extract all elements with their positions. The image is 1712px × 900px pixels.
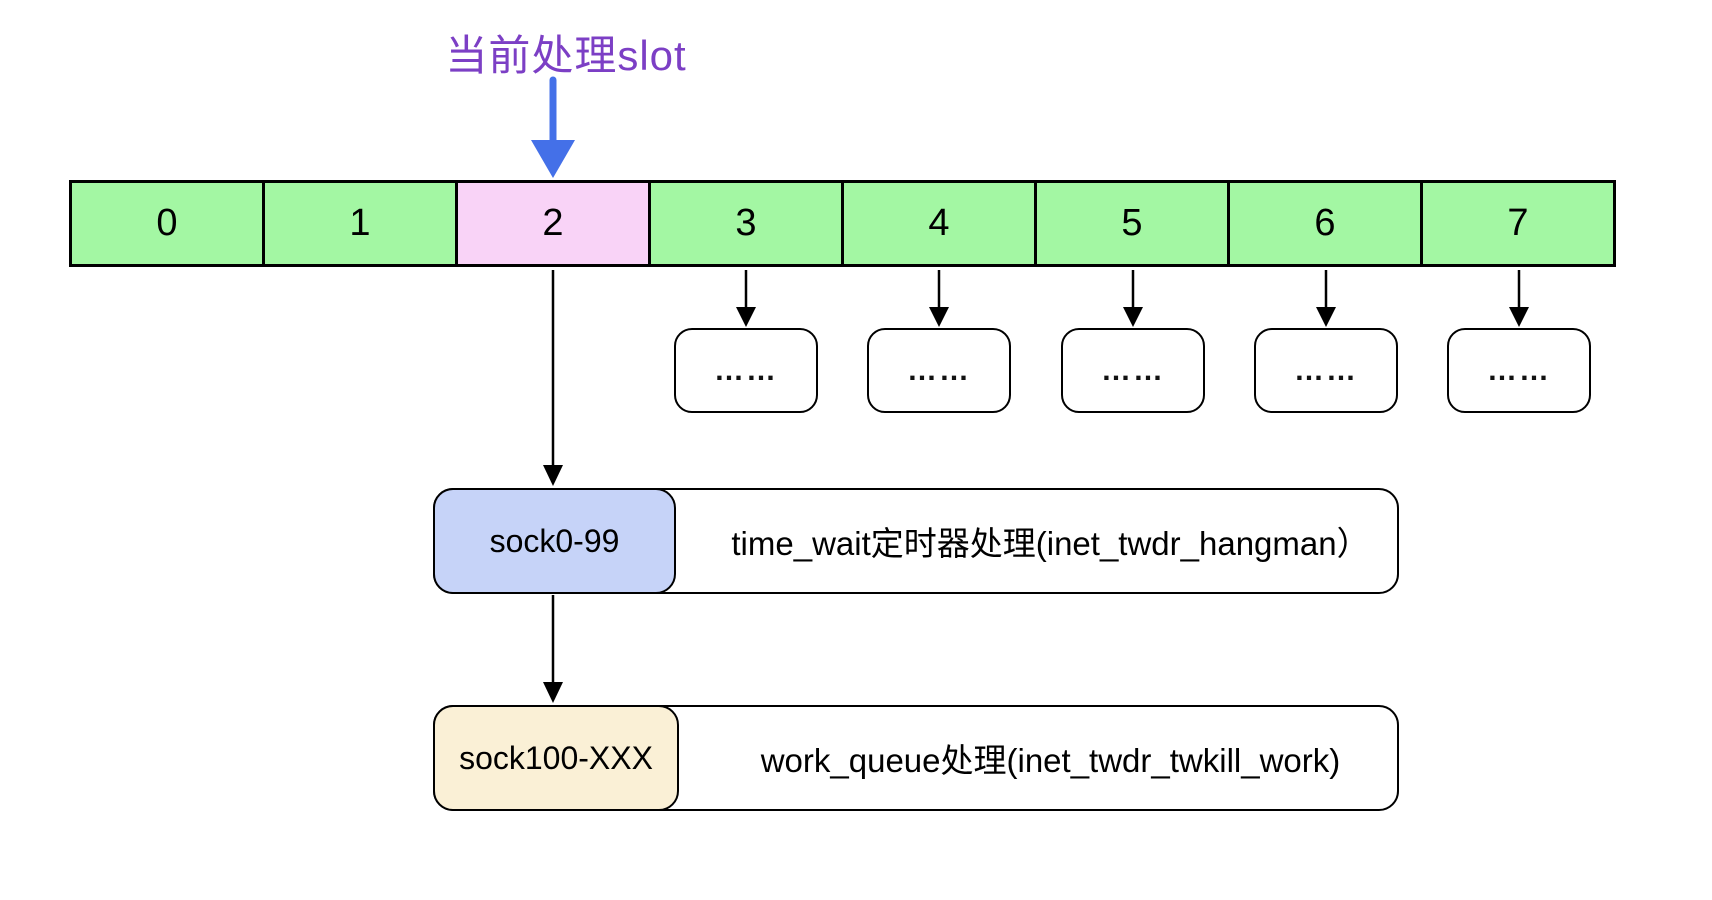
slot6-arrow (1316, 270, 1336, 327)
slot-6-overflow-box: …… (1254, 328, 1398, 413)
slot-6-label: 6 (1314, 202, 1336, 244)
slot-4: 4 (844, 183, 1037, 264)
timer-wheel-slot-row: 0 1 2 3 4 5 6 7 (69, 180, 1616, 267)
slot-3-overflow-box: …… (674, 328, 818, 413)
slot2-to-stage1-arrow (543, 270, 563, 486)
slot5-arrow (1123, 270, 1143, 327)
slot-3-label: 3 (735, 202, 757, 244)
stage1-to-stage2-arrow (543, 595, 563, 703)
current-slot-title: 当前处理slot (445, 32, 687, 79)
slot-0-label: 0 (156, 202, 178, 244)
current-slot-pointer-arrow (531, 76, 575, 178)
stage1-sock-range-tag: sock0-99 (433, 488, 676, 594)
slot-3: 3 (651, 183, 844, 264)
stage2-description: work_queue处理(inet_twdr_twkill_work) (760, 742, 1341, 779)
slot-7: 7 (1423, 183, 1613, 264)
stage1-description: time_wait定时器处理(inet_twdr_hangman） (731, 525, 1370, 562)
slot3-arrow (736, 270, 756, 327)
slot-7-label: 7 (1507, 202, 1529, 244)
slot-4-label: 4 (928, 202, 950, 244)
slot-6: 6 (1230, 183, 1423, 264)
slot-5: 5 (1037, 183, 1230, 264)
stage2-tag-label: sock100-XXX (459, 739, 653, 776)
slot-0: 0 (72, 183, 265, 264)
stage1-tag-label: sock0-99 (489, 522, 620, 559)
slot-5-label: 5 (1121, 202, 1143, 244)
slot-4-overflow-box: …… (867, 328, 1011, 413)
slot-1-label: 1 (349, 202, 371, 244)
slot7-arrow (1509, 270, 1529, 327)
slot-2-current: 2 (458, 183, 651, 264)
slot-7-overflow-box: …… (1447, 328, 1591, 413)
slot4-arrow (929, 270, 949, 327)
stage2-sock-range-tag: sock100-XXX (433, 705, 679, 811)
slot-1: 1 (265, 183, 458, 264)
slot-2-label: 2 (542, 202, 564, 244)
slot-5-overflow-box: …… (1061, 328, 1205, 413)
